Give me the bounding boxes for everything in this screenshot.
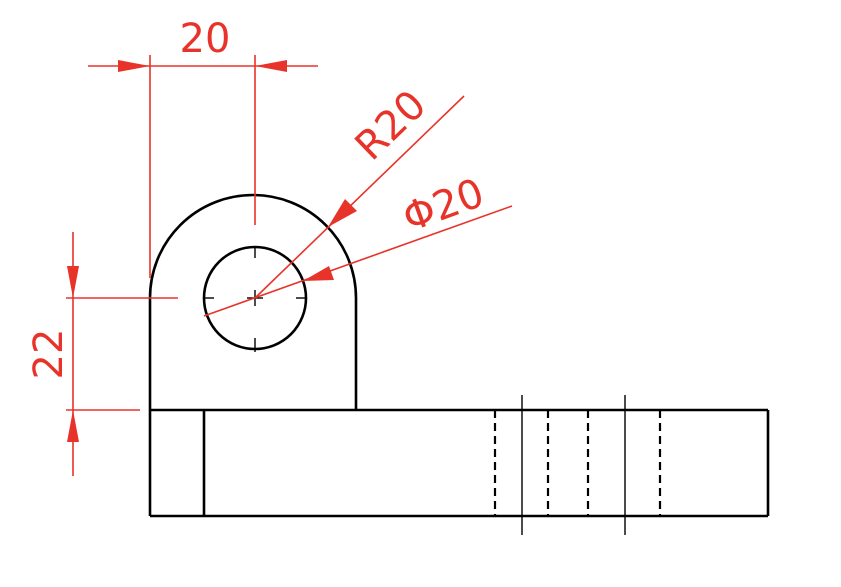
- hidden-hole-lines: [493, 410, 662, 516]
- width-top-label: 20: [180, 16, 231, 62]
- hole-center-marks: [204, 248, 306, 352]
- dimension-height-left: 22: [26, 232, 178, 476]
- height-left-label: 22: [26, 329, 72, 380]
- base-plate: [148, 408, 770, 518]
- lug-outline: [148, 193, 358, 410]
- dimension-diameter: Φ20: [203, 170, 513, 317]
- base-hole-centerlines: [521, 395, 626, 535]
- radius-label: R20: [347, 82, 436, 170]
- dimension-width-top: 20: [88, 16, 318, 278]
